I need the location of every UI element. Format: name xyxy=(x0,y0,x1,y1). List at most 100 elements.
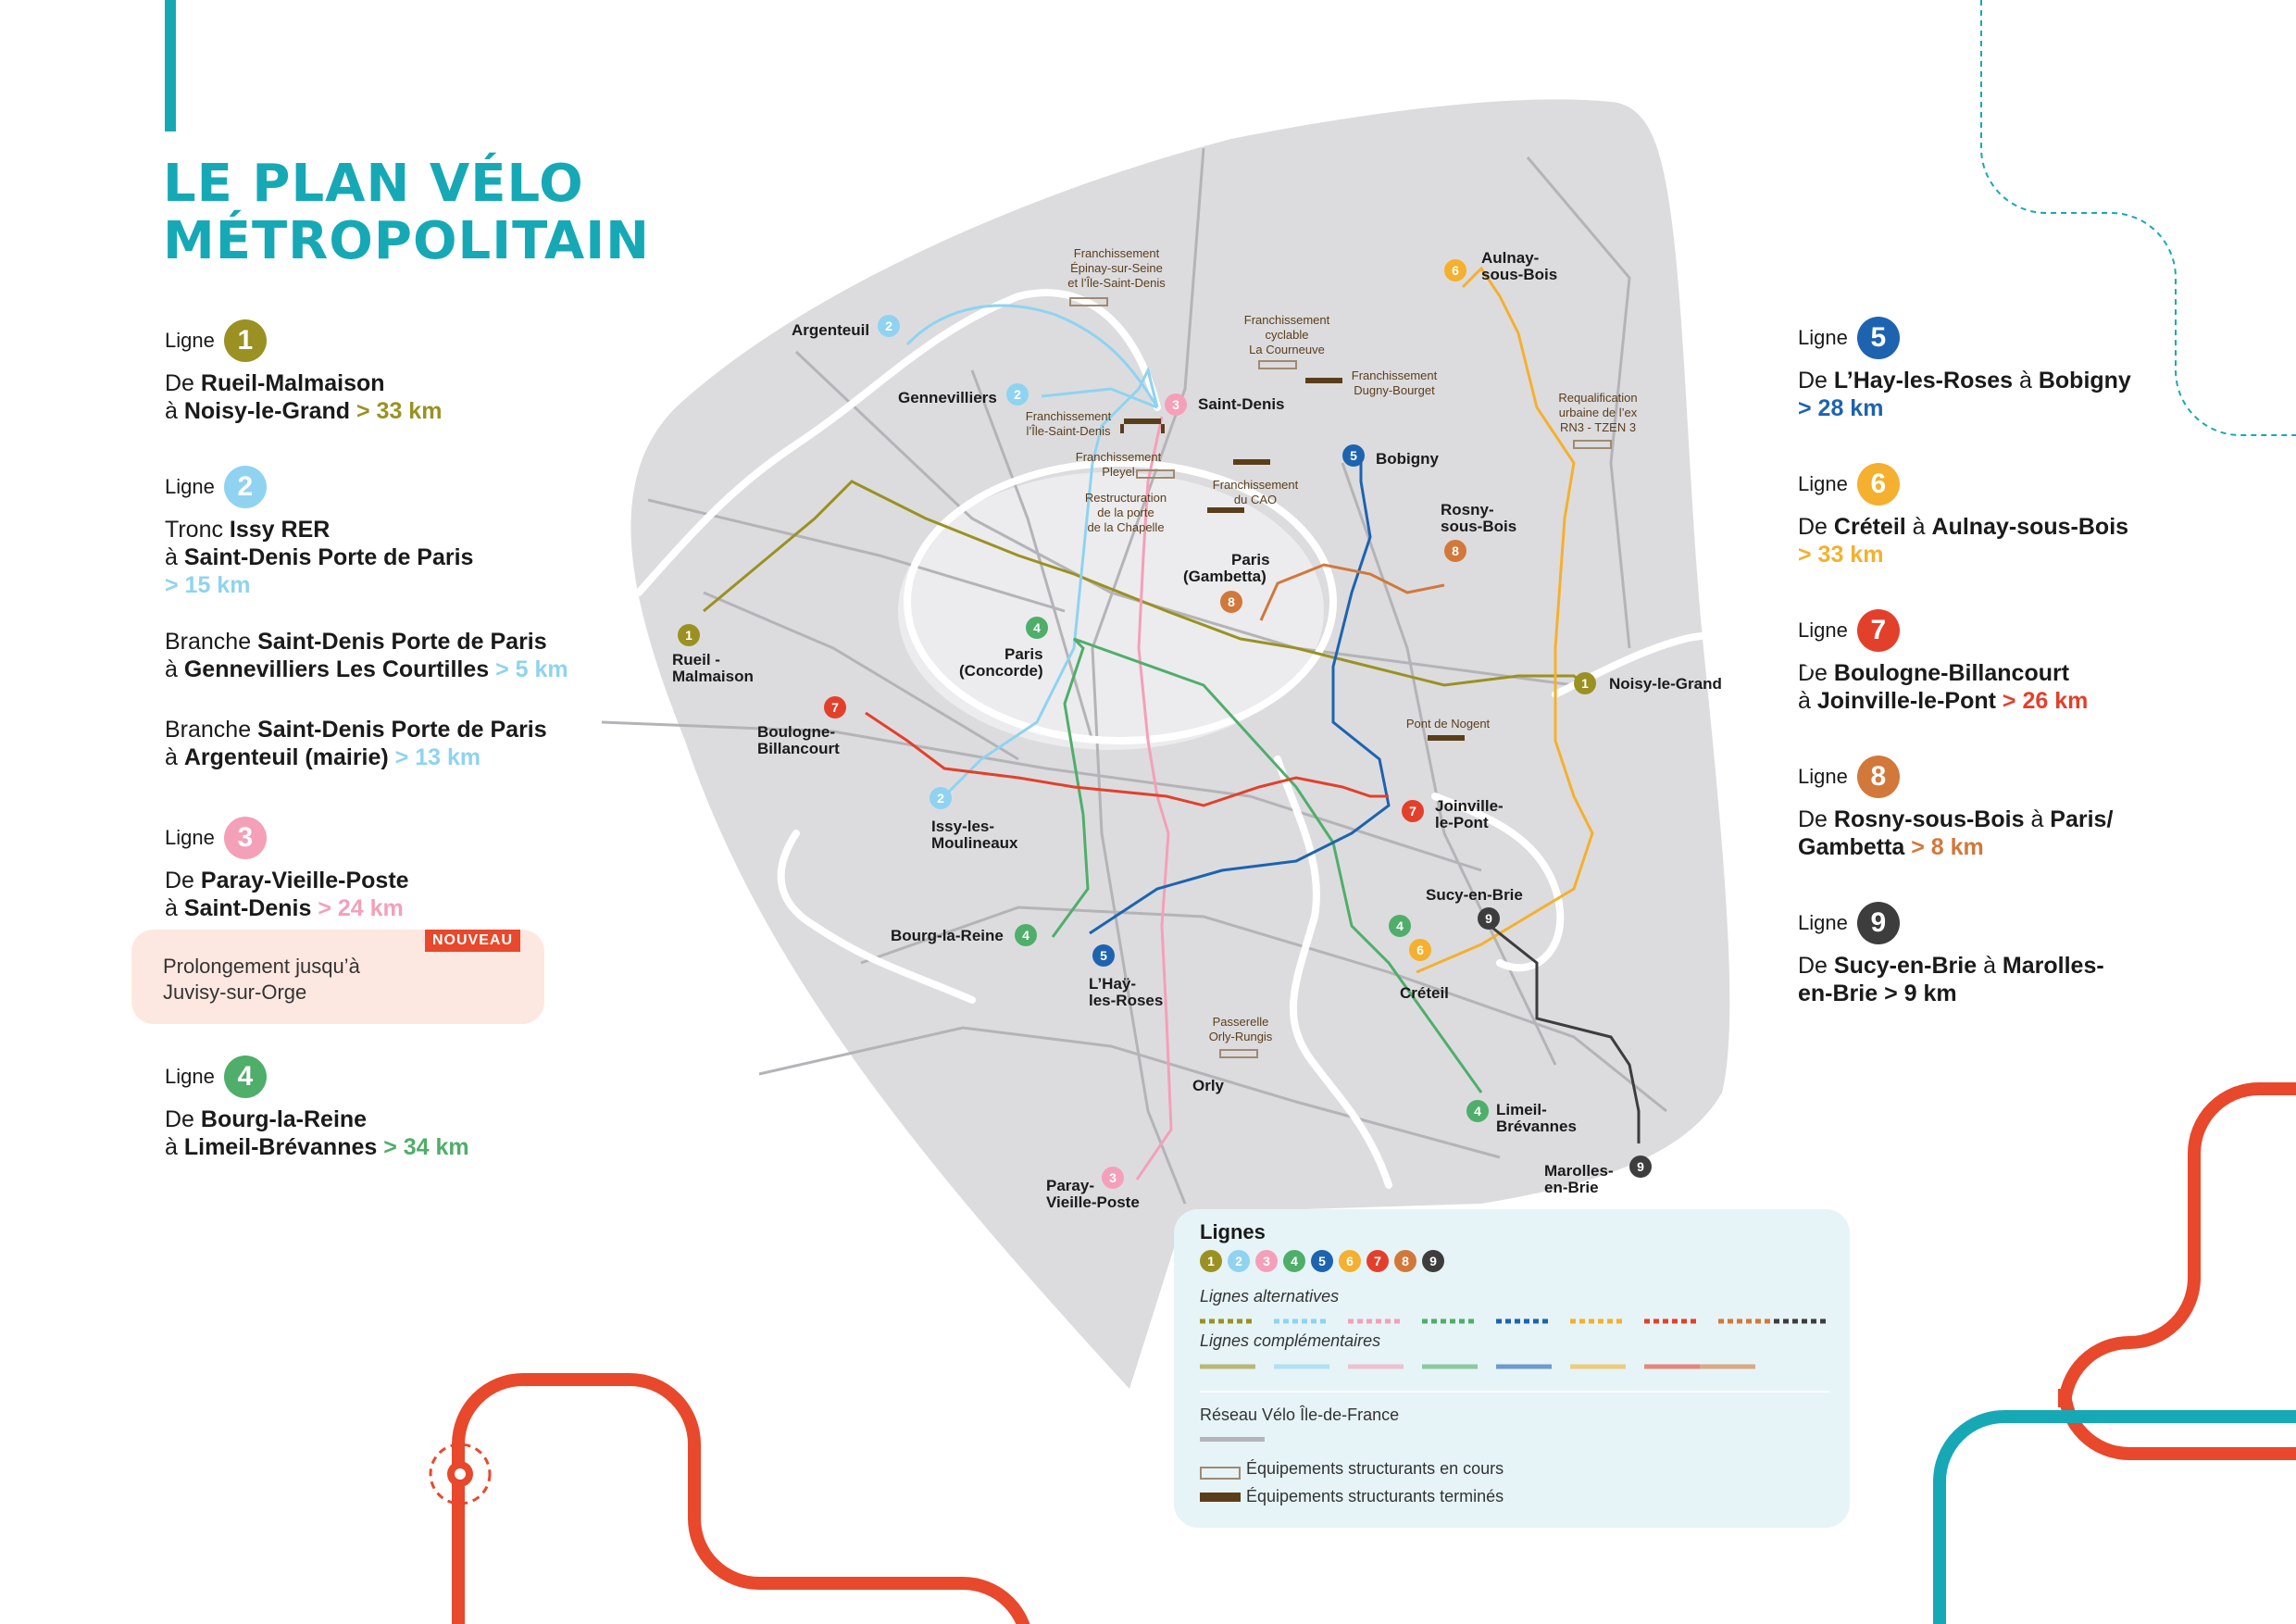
facility-cao-2: du CAO xyxy=(1234,493,1277,506)
badge-2-gennevilliers: 2 xyxy=(1006,383,1029,406)
key-divider xyxy=(1200,1391,1829,1393)
badge-7-joinville: 7 xyxy=(1402,800,1424,822)
key-badge-1: 1 xyxy=(1200,1250,1222,1272)
ligne-label: Ligne xyxy=(1798,618,1848,642)
legend-line-1: Ligne 1 De Rueil-Malmaison à Noisy-le-Gr… xyxy=(165,319,442,425)
title-line-2: MÉTROPOLITAIN xyxy=(163,211,650,271)
line-9-route: De Sucy-en-Brie à Marolles- en-Brie > 9 … xyxy=(1798,953,2104,1006)
legend-line-6: Ligne 6 De Créteil à Aulnay-sous-Bois > … xyxy=(1798,463,2128,568)
ligne-label: Ligne xyxy=(1798,911,1848,934)
accent-bar xyxy=(165,0,176,131)
bridge-outline-icon xyxy=(1200,1467,1241,1480)
key-comp-swatches xyxy=(1200,1364,1755,1369)
label-argenteuil: Argenteuil xyxy=(792,321,869,339)
label-hay-1: L’Haÿ- xyxy=(1089,975,1136,993)
facility-cao-1: Franchissement xyxy=(1213,478,1299,492)
badge-6-creteil: 6 xyxy=(1409,939,1431,961)
key-badge-6: 6 xyxy=(1339,1250,1361,1272)
key-alt-label: Lignes alternatives xyxy=(1200,1287,1340,1305)
label-rueil-2: Malmaison xyxy=(672,668,754,685)
facility-rn3-1: Requalification xyxy=(1558,391,1637,405)
line-5-badge: 5 xyxy=(1856,317,1900,359)
decor-orange-curve-left xyxy=(452,1373,1030,1624)
ligne-label: Ligne xyxy=(1798,326,1848,349)
badge-8-rosny: 8 xyxy=(1444,540,1466,562)
badge-9-marolles: 9 xyxy=(1629,1156,1652,1178)
facility-ile-1: Franchissement xyxy=(1026,409,1112,423)
decor-target-center xyxy=(455,1468,466,1480)
line-6-route-path xyxy=(1416,266,1594,974)
key-badge-4: 4 xyxy=(1283,1250,1305,1272)
key-comp-label: Lignes complémentaires xyxy=(1200,1331,1381,1350)
line-1-badge: 1 xyxy=(223,319,267,362)
badge-3-paray: 3 xyxy=(1102,1167,1124,1189)
badge-2-issy: 2 xyxy=(930,787,952,809)
facility-epinay-2: Épinay-sur-Seine xyxy=(1070,261,1163,275)
ligne-label: Ligne xyxy=(1798,472,1848,495)
facility-chapelle-3: de la Chapelle xyxy=(1087,520,1164,534)
label-aulnay-2: sous-Bois xyxy=(1481,266,1557,283)
line-2-badge: 2 xyxy=(223,466,267,508)
label-concorde-2: (Concorde) xyxy=(959,662,1043,680)
label-limeil-2: Brévannes xyxy=(1496,1118,1577,1135)
legend-line-5: Ligne 5 De L’Hay-les-Roses à Bobigny > 2… xyxy=(1798,317,2131,422)
key-badge-7: 7 xyxy=(1366,1250,1389,1272)
ligne-label: Ligne xyxy=(165,826,215,849)
badge-4-bourg: 4 xyxy=(1015,924,1037,946)
line-6-route: De Créteil à Aulnay-sous-Bois > 33 km xyxy=(1798,514,2129,568)
line-2-route-path xyxy=(938,366,1159,803)
legend-key: Lignes 1 2 3 4 5 6 7 8 9 Lignes alternat… xyxy=(1174,1209,1850,1528)
label-issy-1: Issy-les- xyxy=(931,818,994,835)
label-orly: Orly xyxy=(1192,1077,1225,1094)
facility-pleyel-1: Franchissement xyxy=(1076,450,1162,464)
label-hay-2: les-Roses xyxy=(1089,992,1163,1009)
badge-5-bobigny: 5 xyxy=(1342,444,1365,467)
facility-orly-rungis-2: Orly-Rungis xyxy=(1209,1030,1273,1043)
label-gambetta-1: Paris xyxy=(1231,551,1270,568)
facility-courneuve-2: cyclable xyxy=(1266,328,1309,342)
decor-target-ring xyxy=(429,1443,492,1505)
facility-courneuve-1: Franchissement xyxy=(1244,313,1330,327)
line-2-branch-gennevilliers xyxy=(1041,387,1158,409)
label-marolles-1: Marolles- xyxy=(1544,1162,1614,1180)
badge-8-gambetta: 8 xyxy=(1220,591,1242,613)
line-9-route-path xyxy=(1491,926,1641,1143)
ligne-label: Ligne xyxy=(165,475,215,498)
badge-5-hay: 5 xyxy=(1092,944,1115,967)
badge-7-boulogne: 7 xyxy=(824,696,846,718)
label-joinville-2: le-Pont xyxy=(1435,814,1489,831)
label-rosny-2: sous-Bois xyxy=(1441,518,1516,535)
facility-dugny-1: Franchissement xyxy=(1352,369,1438,382)
bridge-icon xyxy=(1120,378,1465,741)
decor-orange-curve-right xyxy=(2058,1082,2296,1460)
label-paray-1: Paray- xyxy=(1046,1177,1094,1194)
key-badge-3: 3 xyxy=(1255,1250,1278,1272)
label-issy-2: Moulineaux xyxy=(931,834,1018,852)
label-noisy: Noisy-le-Grand xyxy=(1609,675,1722,693)
legend-line-4: Ligne 4 De Bourg-la-Reine à Limeil-Bréva… xyxy=(165,1056,469,1161)
key-badge-2: 2 xyxy=(1228,1250,1250,1272)
line-7-route-path xyxy=(865,711,1389,807)
key-termines-label: Équipements structurants terminés xyxy=(1246,1487,1504,1505)
line-2-route: Tronc Issy RER à Saint-Denis Porte de Pa… xyxy=(165,517,474,598)
line-7-route: De Boulogne-Billancourt à Joinville-le-P… xyxy=(1798,660,2089,714)
key-badge-5: 5 xyxy=(1311,1250,1333,1272)
bridge-outline-icon xyxy=(1069,297,1612,1058)
legend-line-3: Ligne 3 De Paray-Vieille-Poste à Saint-D… xyxy=(165,817,409,922)
line-1-route: De Rueil-Malmaison à Noisy-le-Grand > 33… xyxy=(165,370,443,424)
label-marolles-2: en-Brie xyxy=(1544,1179,1599,1196)
label-concorde-1: Paris xyxy=(1004,645,1043,663)
legend-branch-2: Branche Saint-Denis Porte de Paris à Arg… xyxy=(165,717,547,770)
label-boulogne-1: Boulogne- xyxy=(757,723,835,741)
line-4-route-path xyxy=(1051,637,1483,1093)
label-boulogne-2: Billancourt xyxy=(757,740,840,757)
map-area xyxy=(630,99,1730,1390)
line-2-branch-argenteuil xyxy=(905,304,1159,408)
line-9-badge: 9 xyxy=(1856,902,1900,944)
badge-1-rueil: 1 xyxy=(678,624,700,646)
label-sucy: Sucy-en-Brie xyxy=(1426,886,1523,904)
label-limeil-1: Limeil- xyxy=(1496,1101,1547,1118)
legend-line-2: Ligne 2 Tronc Issy RER à Saint-Denis Por… xyxy=(165,466,473,599)
